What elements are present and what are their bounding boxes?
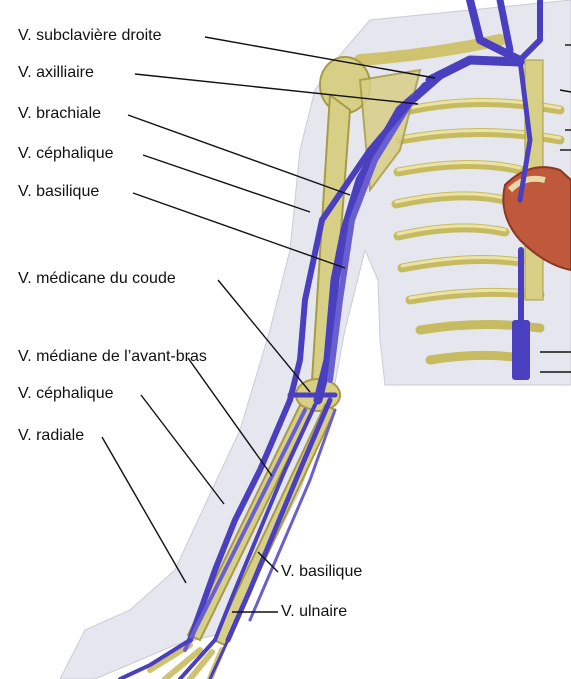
label-ulnaire: V. ulnaire (281, 603, 347, 621)
label-cephalique-upper: V. céphalique (18, 145, 114, 163)
label-basilique-upper: V. basilique (18, 183, 99, 201)
label-mediane-avant-bras: V. médiane de l’avant-bras (18, 348, 207, 366)
label-medicane-du-coude: V. médicane du coude (18, 270, 176, 288)
label-cephalique-lower: V. céphalique (18, 385, 114, 403)
leader-cephalique-upper (143, 155, 310, 212)
label-brachiale: V. brachiale (18, 105, 101, 123)
label-radiale: V. radiale (18, 427, 84, 445)
leader-radiale (102, 437, 186, 583)
label-subclaviere-droite: V. subclavière droite (18, 27, 162, 45)
label-axillaire: V. axilliaire (18, 64, 94, 82)
label-basilique-lower: V. basilique (281, 563, 362, 581)
leader-cephalique-lower (141, 395, 224, 504)
